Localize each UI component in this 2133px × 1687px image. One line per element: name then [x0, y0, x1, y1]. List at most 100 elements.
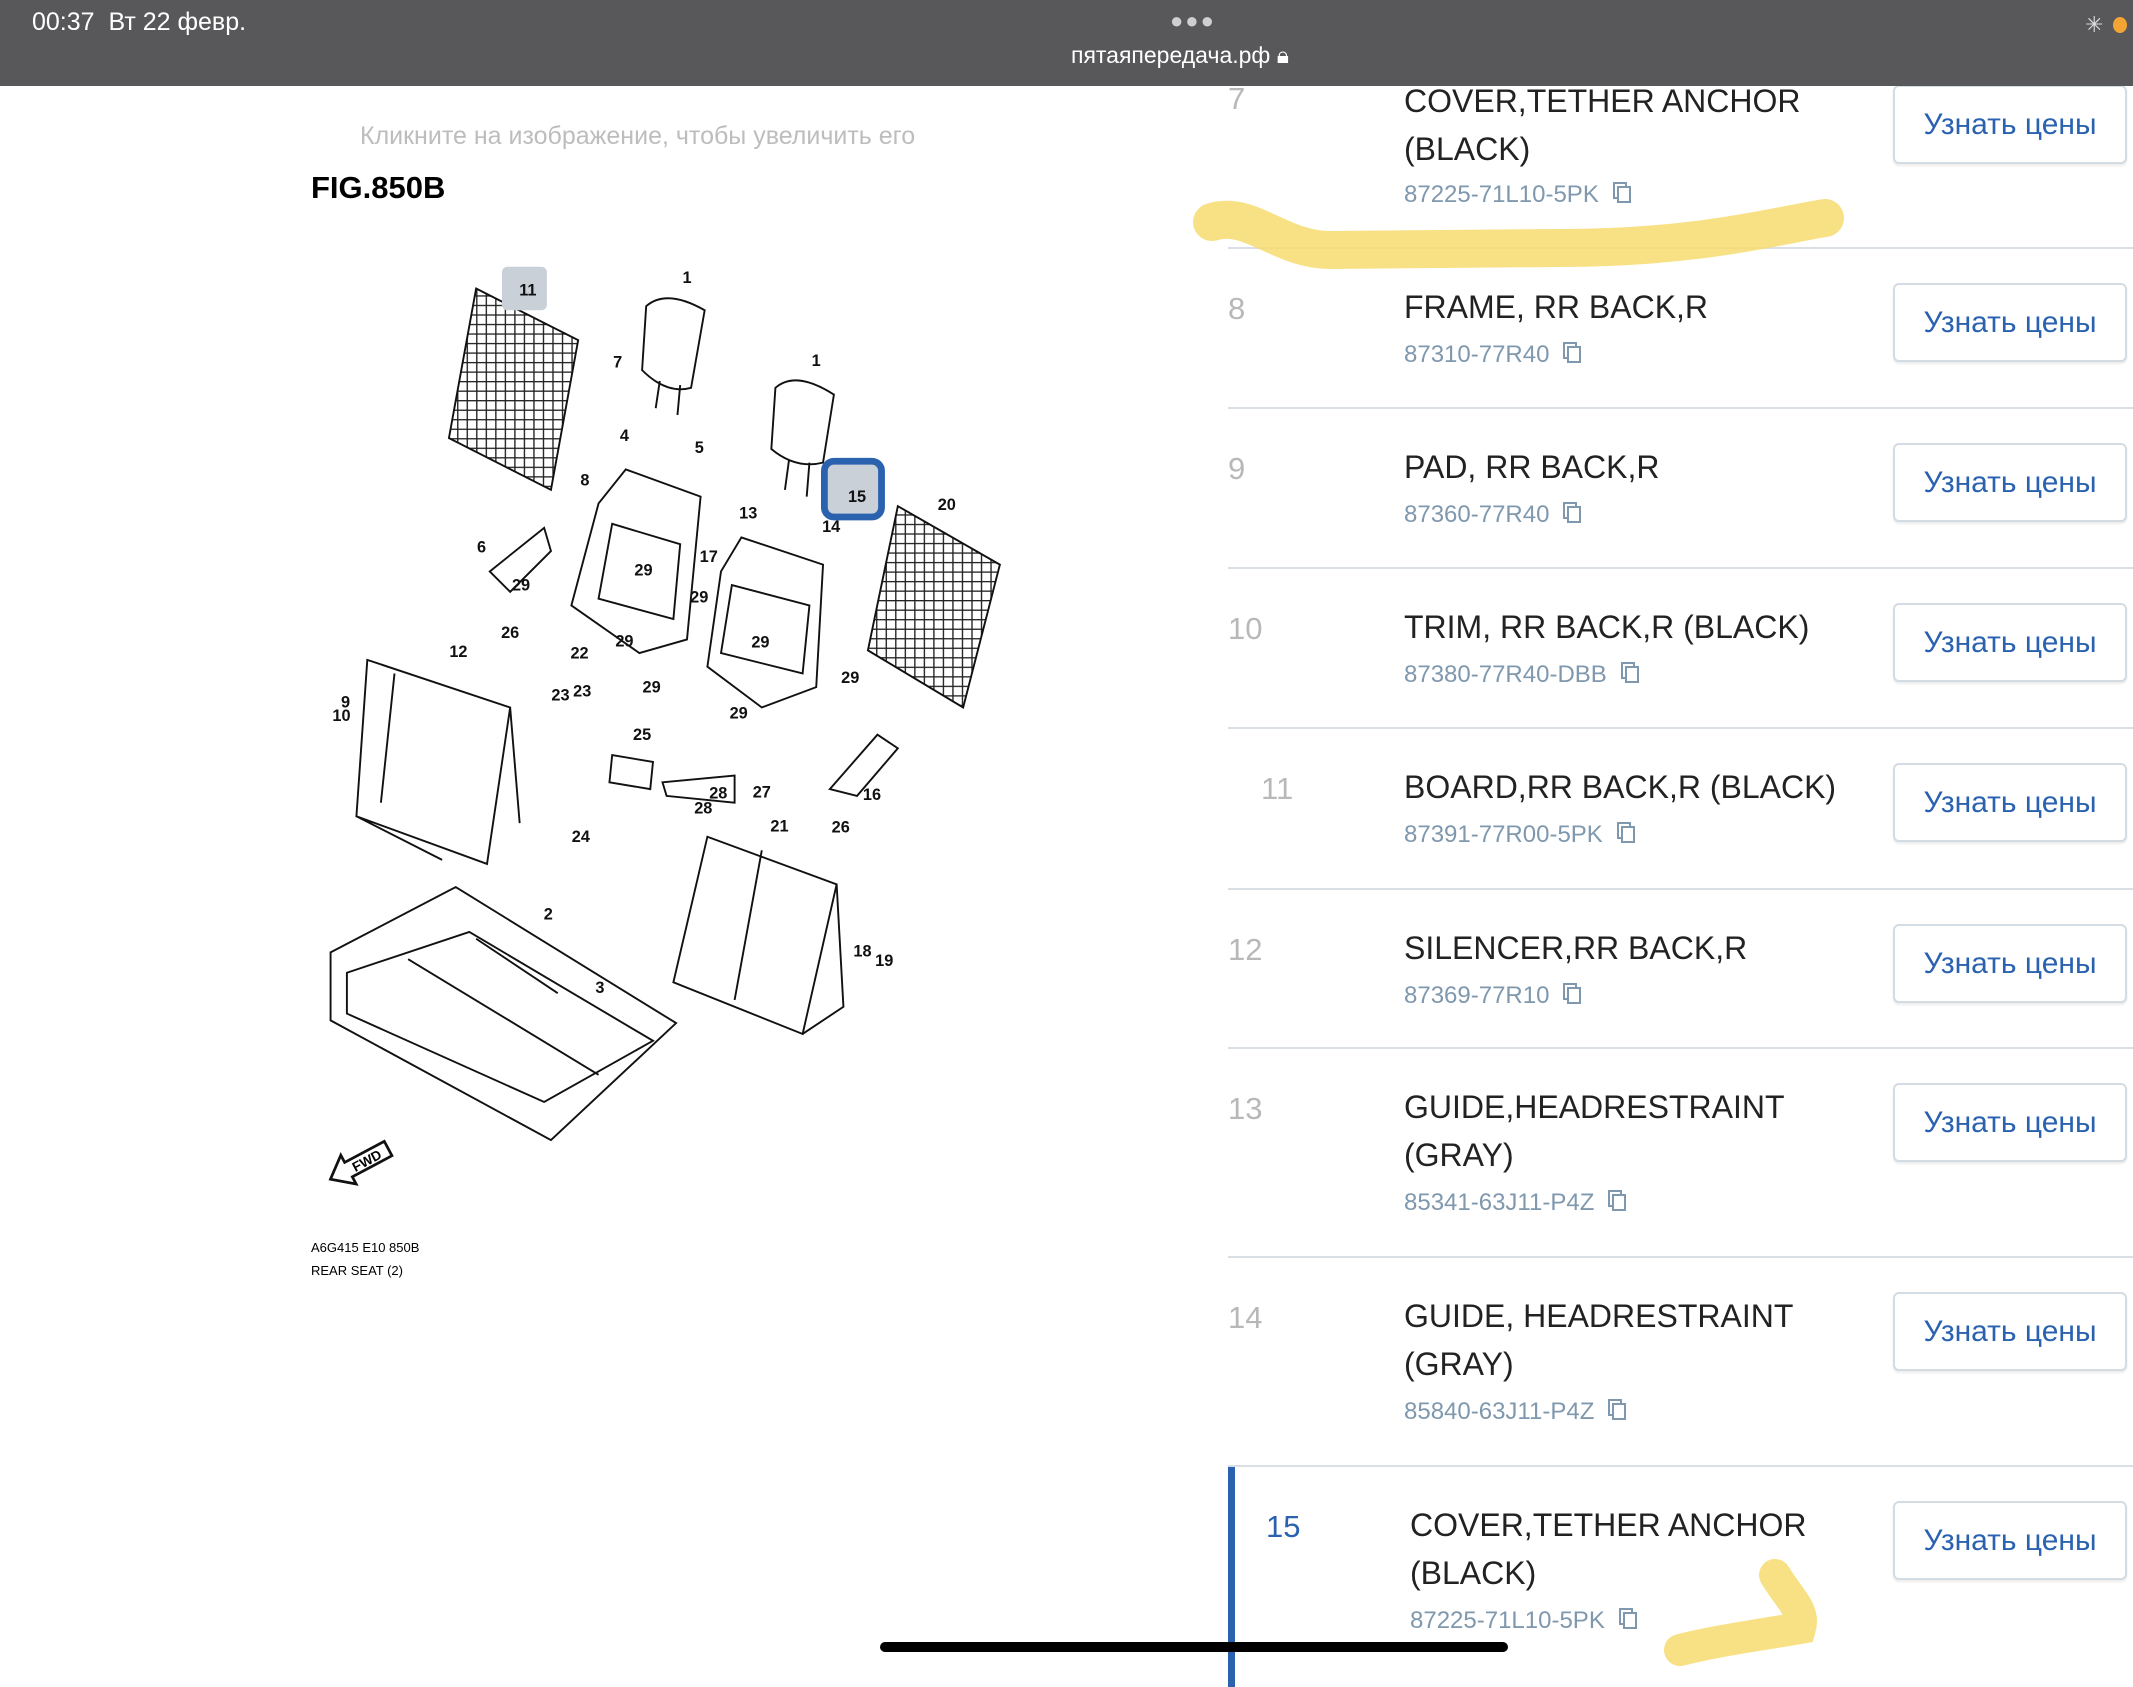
part-row[interactable]: 11 BOARD,RR BACK,R (BLACK) 87391-77R00-5…: [1228, 729, 2133, 890]
part-row[interactable]: 14 GUIDE, HEADRESTRAINT (GRAY) 85840-63J…: [1228, 1258, 2133, 1467]
part-name: PAD, RR BACK,R: [1404, 449, 1660, 485]
copy-icon[interactable]: [1622, 1612, 1637, 1629]
part-row[interactable]: 12 SILENCER,RR BACK,R 87369-77R10 Узнать…: [1228, 890, 2133, 1049]
callout-label[interactable]: 9: [341, 693, 350, 711]
callout-label[interactable]: 28: [694, 800, 712, 818]
part-number-index: 9: [1228, 451, 1246, 486]
more-dots-icon[interactable]: ●●●: [1170, 8, 1216, 33]
get-prices-button[interactable]: Узнать цены: [1893, 603, 2127, 682]
callout-label[interactable]: 26: [832, 819, 850, 837]
callout-label[interactable]: 7: [613, 353, 622, 371]
get-prices-button[interactable]: Узнать цены: [1893, 1083, 2127, 1162]
bracket-16: [828, 733, 900, 797]
get-prices-button[interactable]: Узнать цены: [1893, 1501, 2127, 1580]
get-prices-button[interactable]: Узнать цены: [1893, 85, 2127, 164]
part-row-selected[interactable]: 15 COVER,TETHER ANCHOR (BLACK) 87225-71L…: [1228, 1467, 2133, 1687]
fwd-arrow-icon: FWD: [328, 1139, 394, 1186]
copy-icon[interactable]: [1612, 1194, 1627, 1211]
callout-label[interactable]: 16: [863, 786, 881, 804]
callout-label[interactable]: 19: [875, 952, 893, 970]
part-number-index: 14: [1228, 1300, 1263, 1335]
callout-label[interactable]: 1: [682, 269, 691, 287]
copy-icon[interactable]: [1567, 346, 1582, 363]
part-row[interactable]: 10 TRIM, RR BACK,R (BLACK) 87380-77R40-D…: [1228, 569, 2133, 729]
bracket-6: [488, 526, 553, 594]
callout-label[interactable]: 23: [551, 687, 569, 705]
part-name: GUIDE, HEADRESTRAINT (GRAY): [1404, 1298, 1793, 1382]
callout-label[interactable]: 5: [695, 439, 704, 457]
callout-label[interactable]: 1: [812, 352, 821, 370]
caption-title: REAR SEAT (2): [311, 1263, 403, 1278]
callout-label[interactable]: 8: [580, 472, 589, 490]
part-name: COVER,TETHER ANCHOR (BLACK): [1404, 83, 1801, 167]
headrest-2: [770, 379, 835, 497]
part-row[interactable]: 8 FRAME, RR BACK,R 87310-77R40 Узнать це…: [1228, 249, 2133, 409]
copy-icon[interactable]: [1612, 1403, 1627, 1420]
address-bar[interactable]: пятаяпередача.рф 🔒︎: [0, 42, 2133, 69]
callout-label[interactable]: 26: [501, 624, 519, 642]
callout-label[interactable]: 22: [570, 645, 588, 663]
part-number-index: 15: [1266, 1509, 1301, 1544]
part-code: 87225-71L10-5PK: [1410, 1607, 1637, 1635]
copy-icon[interactable]: [1567, 987, 1582, 1004]
seatback-left: [355, 658, 521, 866]
copy-icon[interactable]: [1616, 186, 1631, 203]
callout-label[interactable]: 29: [643, 679, 661, 697]
get-prices-button[interactable]: Узнать цены: [1893, 443, 2127, 522]
part-row[interactable]: 13 GUIDE,HEADRESTRAINT (GRAY) 85341-63J1…: [1228, 1049, 2133, 1258]
part-number-index: 12: [1228, 932, 1263, 967]
status-bar: 00:37 Вт 22 февр. ●●● пятаяпередача.рф 🔒…: [0, 0, 2133, 86]
callout-label[interactable]: 29: [512, 576, 530, 594]
callout-label[interactable]: 20: [938, 496, 956, 514]
callout-label[interactable]: 4: [620, 427, 629, 445]
loading-icon: ✳: [2085, 12, 2104, 37]
callout-label[interactable]: 17: [700, 548, 718, 566]
get-prices-button[interactable]: Узнать цены: [1893, 283, 2127, 362]
bracket-27: [661, 774, 736, 804]
seat-cushion: [329, 885, 678, 1142]
bracket-25: [608, 753, 655, 791]
selected-indicator: [1228, 1467, 1235, 1687]
callout-label[interactable]: 29: [634, 562, 652, 580]
part-code: 87360-77R40: [1404, 501, 1582, 529]
get-prices-button[interactable]: Узнать цены: [1893, 763, 2127, 842]
headrest-1: [641, 297, 706, 416]
enlarge-hint: Кликните на изображение, чтобы увеличить…: [360, 122, 916, 150]
callout-label[interactable]: 24: [572, 828, 590, 846]
callout-label[interactable]: 12: [449, 643, 467, 661]
callout-label[interactable]: 6: [477, 538, 486, 556]
battery-indicator-icon: [2113, 17, 2127, 33]
part-row[interactable]: 9 PAD, RR BACK,R 87360-77R40 Узнать цены: [1228, 409, 2133, 569]
callout-label[interactable]: 14: [822, 518, 840, 536]
copy-icon[interactable]: [1567, 506, 1582, 523]
callout-label[interactable]: 15: [848, 488, 866, 506]
callout-label[interactable]: 29: [690, 589, 708, 607]
callout-label[interactable]: 28: [709, 785, 727, 803]
get-prices-button[interactable]: Узнать цены: [1893, 1292, 2127, 1371]
callout-label[interactable]: 10: [332, 707, 350, 725]
get-prices-button[interactable]: Узнать цены: [1893, 924, 2127, 1003]
callout-label[interactable]: 29: [841, 669, 859, 687]
callout-label[interactable]: 25: [633, 726, 651, 744]
home-indicator[interactable]: [880, 1642, 1508, 1652]
parts-diagram[interactable]: 11 1 7 1 4 5 8 15 20 13 14 6 17 29 29 29…: [0, 0, 1100, 1668]
copy-icon[interactable]: [1620, 826, 1635, 843]
part-name: TRIM, RR BACK,R (BLACK): [1404, 609, 1810, 645]
board-panel-right: [866, 504, 1001, 709]
part-code: 87225-71L10-5PK: [1404, 181, 1631, 209]
highlight-box-11: [501, 266, 547, 311]
callout-label[interactable]: 3: [595, 979, 604, 997]
callout-label[interactable]: 11: [519, 281, 536, 299]
part-number-index: 8: [1228, 291, 1246, 326]
callout-label[interactable]: 29: [751, 634, 769, 652]
callout-label[interactable]: 27: [753, 783, 771, 801]
copy-icon[interactable]: [1624, 666, 1639, 683]
callout-label[interactable]: 29: [730, 704, 748, 722]
callout-label[interactable]: 29: [615, 632, 633, 650]
callout-label[interactable]: 23: [573, 683, 591, 701]
part-code: 87380-77R40-DBB: [1404, 661, 1639, 689]
callout-label[interactable]: 18: [853, 942, 871, 960]
callout-label[interactable]: 2: [544, 906, 553, 924]
callout-label[interactable]: 13: [739, 504, 757, 522]
callout-label[interactable]: 21: [770, 817, 788, 835]
